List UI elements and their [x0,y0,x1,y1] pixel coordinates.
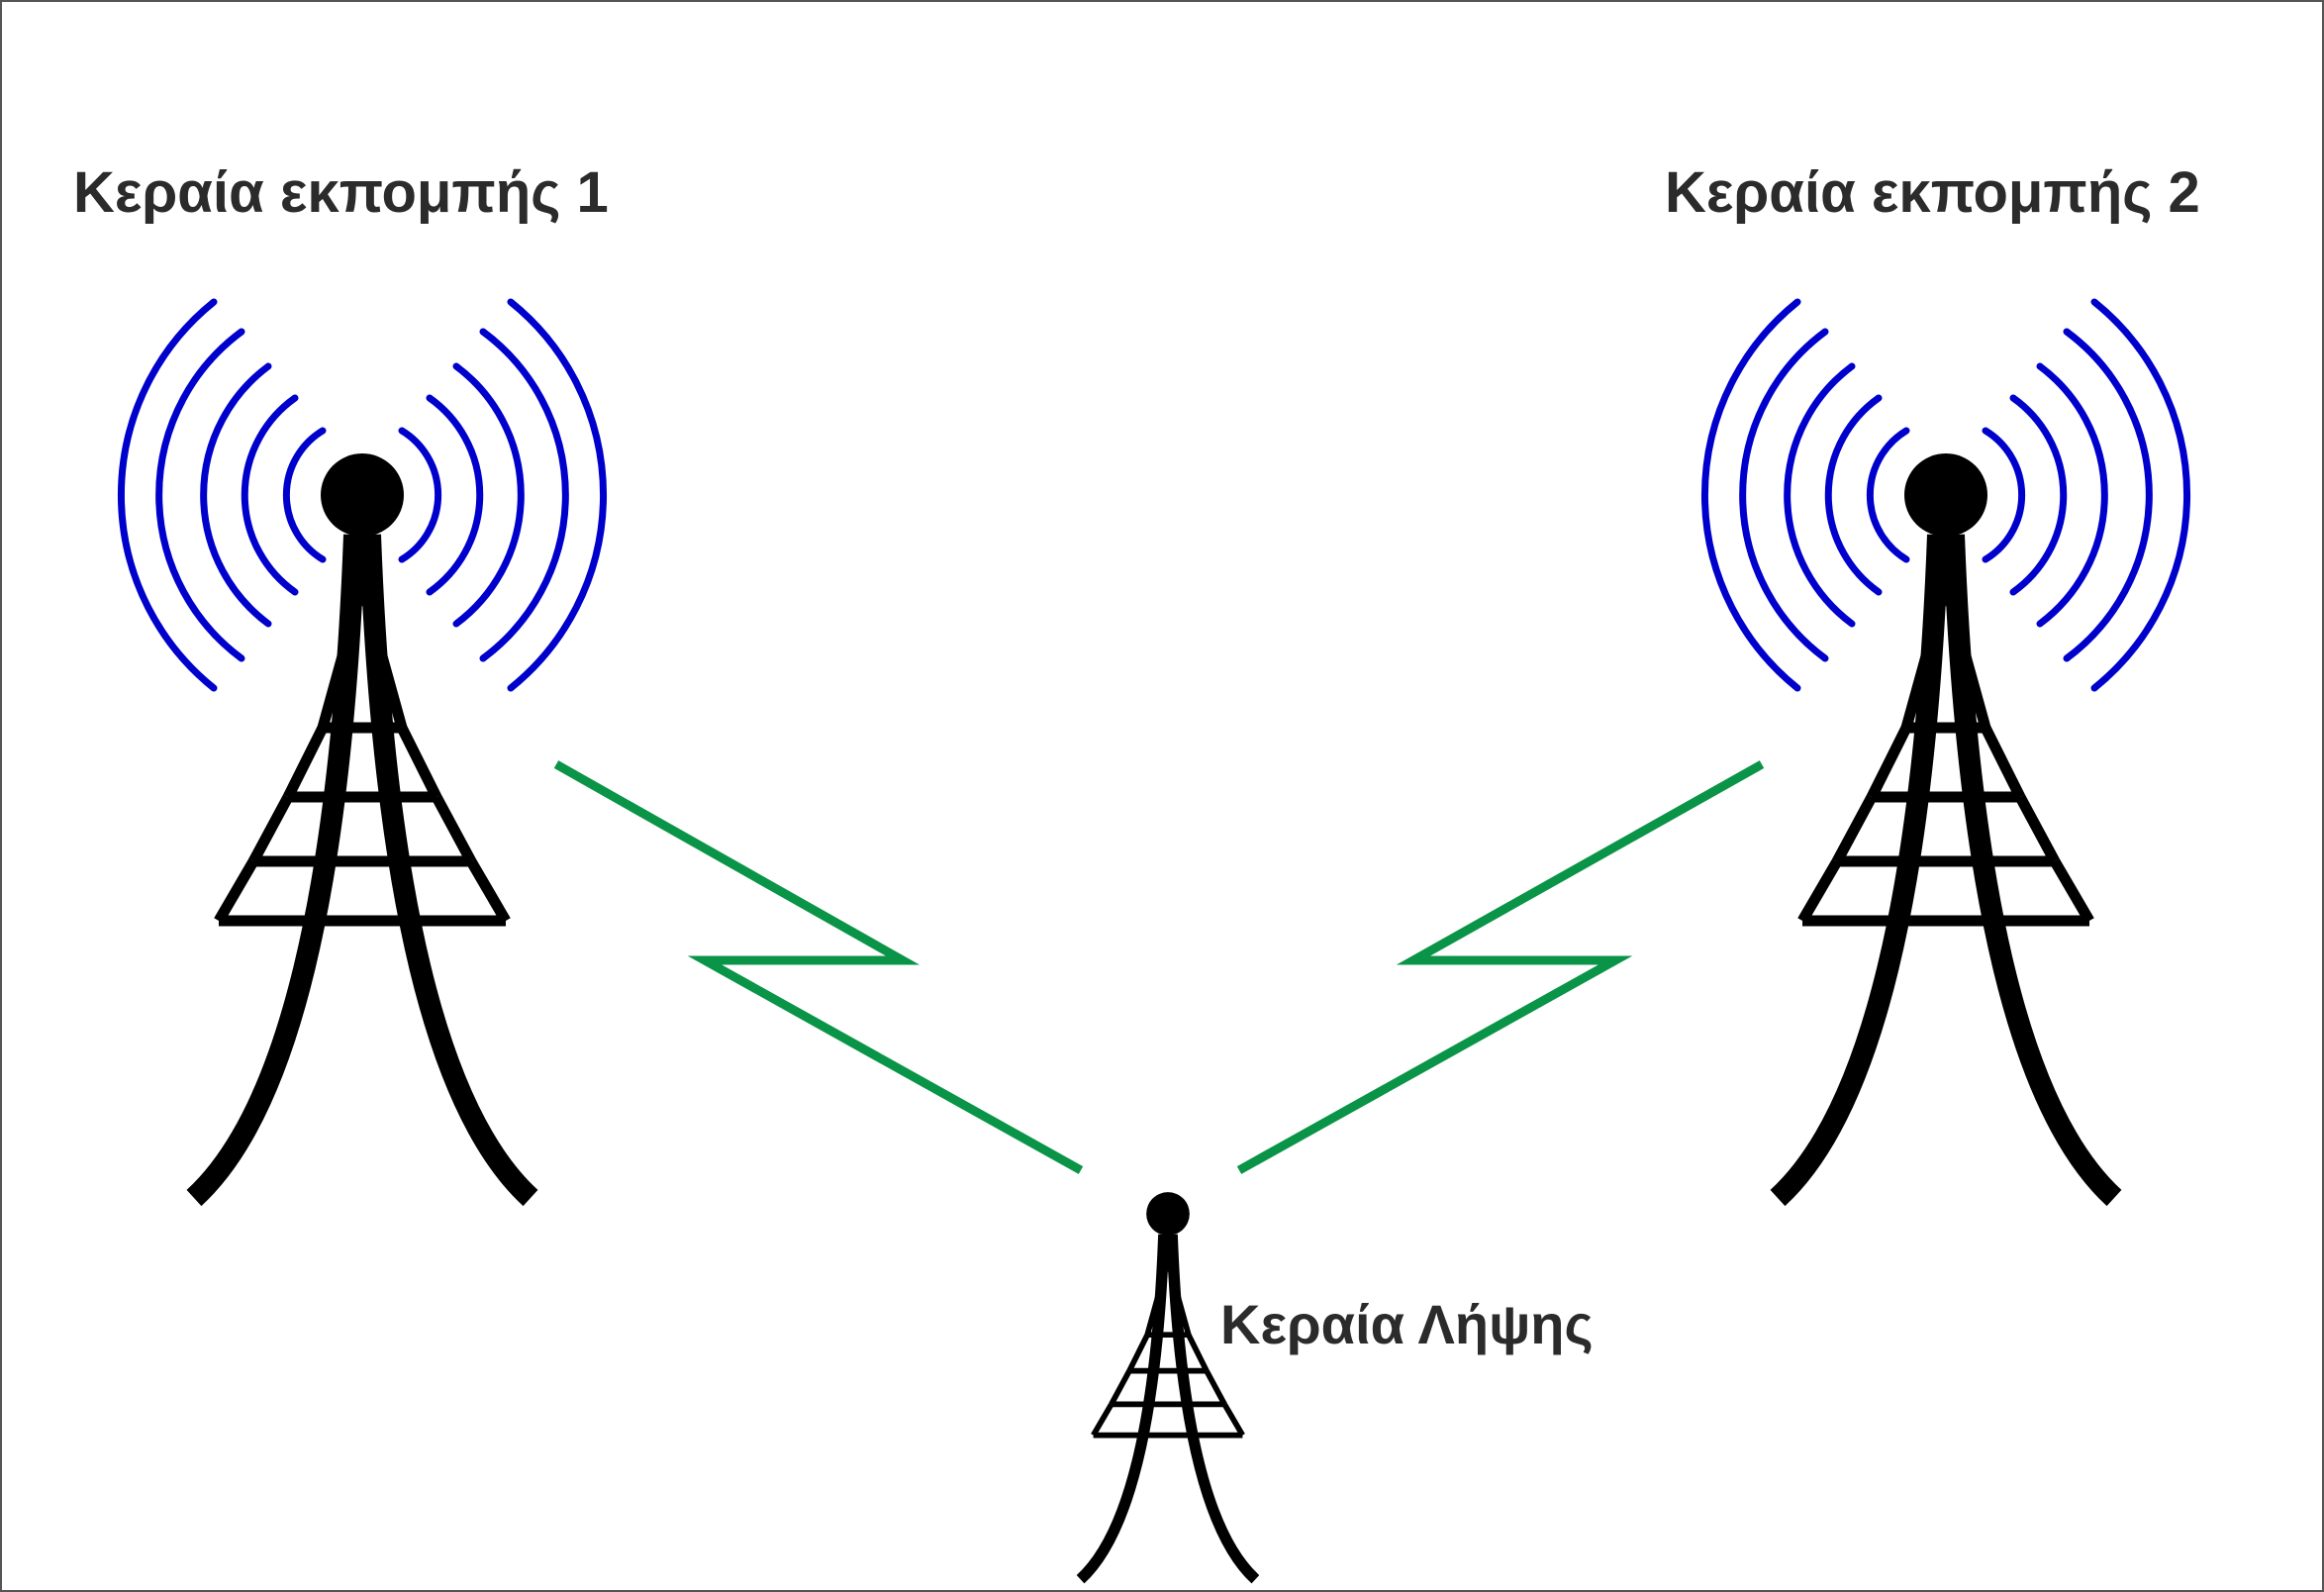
signal-link-2 [1236,760,1765,1174]
transmitter-1 [121,302,603,1198]
transmitter-2-label: Κεραία εκπομπής 2 [1665,160,2200,225]
receiver-label: Κεραία Λήψης [1220,1293,1594,1355]
antenna-icon [1081,1192,1256,1579]
radio-tower-icon [1778,453,2114,1198]
lightning-link-icon [1236,760,1765,1174]
receiver [1081,1192,1256,1579]
lightning-link-icon [553,760,1084,1174]
transmitter-2 [1704,302,2186,1198]
radio-tower-icon [194,453,531,1198]
signal-link-1 [553,760,1084,1174]
transmitter-1-label: Κεραία εκπομπής 1 [73,160,609,225]
